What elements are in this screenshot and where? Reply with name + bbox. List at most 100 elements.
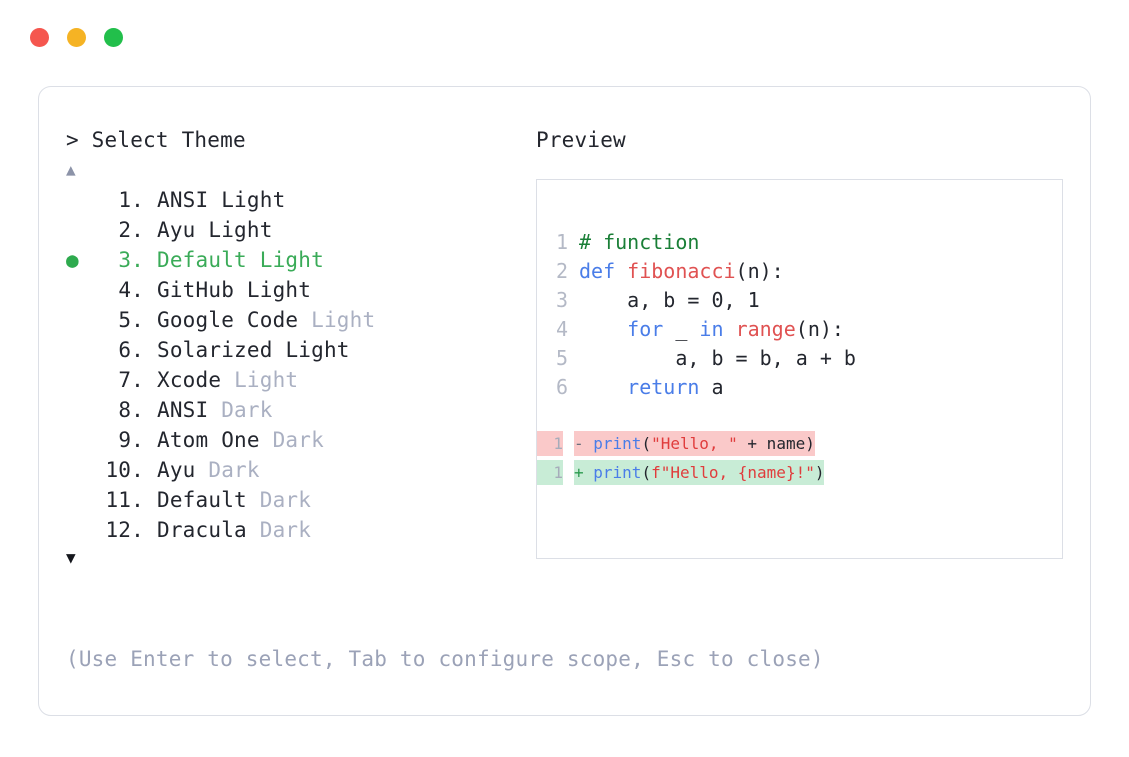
preview-panel: 1 # function 2 def fibonacci(n): 3 a, b = 0,… — [536, 179, 1063, 559]
theme-item-name: Xcode Light — [157, 368, 299, 392]
code-token — [579, 375, 627, 399]
theme-item-variant: Light — [234, 368, 299, 392]
theme-list-item[interactable]: 12. Dracula Dark — [66, 515, 536, 545]
code-token: return — [627, 375, 700, 399]
code-token: (n): — [735, 259, 784, 283]
diff-marker: + — [574, 463, 594, 482]
theme-list-item[interactable]: 7.Xcode Light — [66, 365, 536, 395]
page-title: > Select Theme — [66, 128, 246, 152]
diff-sample: 1- print("Hello, " + name)1 + print(f"Hel… — [537, 431, 1062, 489]
line-number: 5 — [555, 346, 568, 370]
code-token: range — [735, 317, 796, 341]
theme-list-item[interactable]: 1. ANSI Light — [66, 185, 536, 215]
selected-bullet-icon: ● — [66, 248, 79, 272]
code-line: 6 return a — [542, 373, 1062, 402]
code-token: ( — [641, 434, 652, 453]
theme-item-variant: Dark — [259, 488, 312, 512]
minimize-icon[interactable] — [67, 28, 86, 47]
theme-item-variant: Dark — [272, 428, 324, 452]
theme-item-name: ANSI Light — [157, 188, 286, 212]
bullet-placeholder — [66, 455, 92, 485]
line-number: 1 — [537, 460, 563, 485]
code-token — [579, 317, 627, 341]
bullet-placeholder — [66, 395, 92, 425]
theme-list-item[interactable]: 10. Ayu Dark — [66, 455, 536, 485]
bullet-placeholder — [66, 485, 92, 515]
theme-item-number: 6. — [118, 338, 144, 362]
line-number: 1 — [537, 431, 563, 456]
theme-item-variant: Dark — [259, 518, 312, 542]
bullet-placeholder — [66, 275, 92, 305]
bullet-placeholder — [66, 515, 92, 545]
theme-item-number: 8. — [118, 398, 144, 422]
theme-list-item[interactable]: 2.Ayu Light — [66, 215, 536, 245]
theme-list-item[interactable]: 9. Atom One Dark — [66, 425, 536, 455]
code-token: a — [699, 375, 724, 399]
code-token: , — [723, 288, 748, 312]
theme-item-variant: Light — [285, 338, 350, 362]
line-number: 2 — [555, 259, 568, 283]
theme-item-number: 4. — [118, 278, 144, 302]
code-token: print — [593, 434, 642, 453]
theme-item-number: 11. — [105, 488, 144, 512]
bullet-placeholder — [66, 215, 92, 245]
theme-picker-card: > Select Theme ▲ 1. ANSI Light 2.Ayu Ligh… — [38, 86, 1091, 716]
theme-list[interactable]: 1. ANSI Light 2.Ayu Light ● 3. Default Light… — [66, 185, 536, 545]
theme-item-variant: Light — [208, 218, 273, 242]
theme-item-number: 1. — [118, 188, 144, 212]
theme-item-variant: Light — [259, 248, 324, 272]
line-number: 6 — [555, 375, 568, 399]
theme-item-name: Atom One Dark — [157, 428, 324, 452]
code-token: def — [579, 259, 628, 283]
theme-item-name: Default Light — [157, 248, 324, 272]
code-token: _ — [663, 317, 700, 341]
theme-item-name: Default Dark — [157, 488, 312, 512]
theme-item-name: Ayu Dark — [157, 458, 260, 482]
theme-item-variant: Light — [246, 278, 312, 302]
code-line: 1 # function — [542, 228, 1062, 257]
theme-item-number: 3. — [118, 248, 144, 272]
maximize-icon[interactable] — [104, 28, 123, 47]
theme-list-item[interactable]: ● 3. Default Light — [66, 245, 536, 275]
code-line: 4 for _ in range(n): — [542, 315, 1062, 344]
scroll-up-icon[interactable]: ▲ — [66, 160, 76, 179]
code-token: print — [593, 463, 642, 482]
theme-item-number: 9. — [118, 428, 144, 452]
code-token: in — [699, 317, 724, 341]
theme-item-name: Ayu Light — [157, 218, 273, 242]
theme-item-name: Google Code Light — [157, 308, 376, 332]
theme-item-number: 10. — [105, 458, 144, 482]
theme-list-item[interactable]: 4.GitHub Light — [66, 275, 536, 305]
theme-list-item[interactable]: 6. Solarized Light — [66, 335, 536, 365]
theme-item-number: 5. — [118, 308, 144, 332]
code-token: ) — [814, 463, 825, 482]
theme-selection-column: > Select Theme ▲ 1. ANSI Light 2.Ayu Ligh… — [66, 127, 536, 569]
code-token: 1 — [747, 288, 760, 312]
bullet-placeholder — [66, 335, 92, 365]
bullet-placeholder — [66, 305, 92, 335]
line-number: 3 — [555, 288, 568, 312]
close-icon[interactable] — [30, 28, 49, 47]
scroll-down-icon[interactable]: ▼ — [66, 548, 76, 567]
code-token: # function — [579, 230, 700, 254]
code-line: 3 a, b = 0, 1 — [542, 286, 1062, 315]
line-number: 1 — [555, 230, 568, 254]
code-token: "Hello, " — [651, 434, 738, 453]
window-traffic-lights — [30, 28, 123, 47]
theme-list-item[interactable]: 11. Default Dark — [66, 485, 536, 515]
code-token: for — [627, 317, 664, 341]
bullet-placeholder — [66, 425, 92, 455]
theme-list-item[interactable]: 8.ANSI Dark — [66, 395, 536, 425]
theme-list-item[interactable]: 5. Google Code Light — [66, 305, 536, 335]
theme-item-name: Dracula Dark — [157, 518, 312, 542]
theme-item-variant: Dark — [221, 398, 273, 422]
code-token: fibonacci — [627, 259, 736, 283]
diff-content: + print(f"Hello, {name}!") — [574, 460, 825, 485]
theme-item-variant: Light — [311, 308, 376, 332]
diff-removed-line: 1- print("Hello, " + name) — [537, 431, 1062, 460]
theme-item-name: Solarized Light — [157, 338, 350, 362]
theme-item-number: 12. — [105, 518, 144, 542]
line-number: 4 — [555, 317, 568, 341]
